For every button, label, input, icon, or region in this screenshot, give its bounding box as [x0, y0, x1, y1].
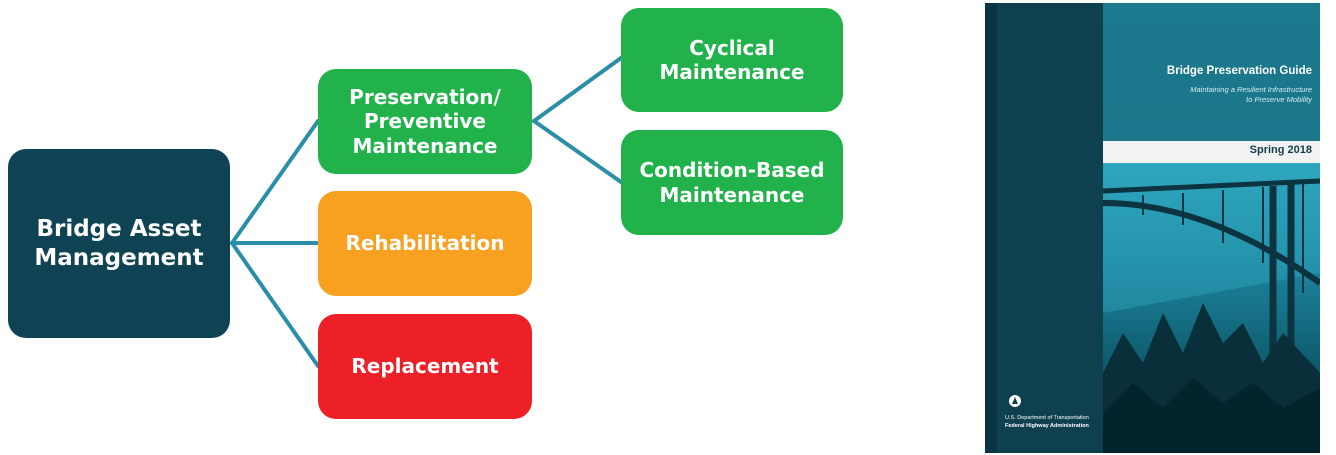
node-label-line: Preservation/ [349, 84, 501, 109]
node-preservation-preventive-maintenance: Preservation/ Preventive Maintenance [318, 69, 532, 174]
node-label-line: Condition-Based [639, 158, 825, 183]
node-label-line: Maintenance [659, 182, 805, 207]
node-label-line: Replacement [351, 354, 499, 379]
cover-department: U.S. Department of Transportation [1005, 415, 1089, 421]
cover-subtitle-line: Maintaining a Resilient Infrastructure [1190, 85, 1312, 94]
connector-preservation-to-condition [532, 119, 623, 184]
connector-root-to-replacement [230, 241, 320, 368]
node-rehabilitation: Rehabilitation [318, 191, 532, 296]
node-label-line: Maintenance [352, 133, 498, 158]
node-condition-based-maintenance: Condition-Based Maintenance [621, 130, 843, 235]
node-label-line: Maintenance [659, 60, 805, 84]
bridge-preservation-guide-cover: Bridge Preservation Guide Maintaining a … [985, 3, 1320, 453]
connector-root-to-preservation [230, 119, 320, 245]
node-cyclical-maintenance: Cyclical Maintenance [621, 8, 843, 112]
node-label-line: Cyclical [689, 35, 775, 60]
node-replacement: Replacement [318, 314, 532, 419]
cover-title: Bridge Preservation Guide [1166, 65, 1312, 77]
cover-edge [985, 3, 997, 453]
bridge-photo [1103, 163, 1320, 453]
node-bridge-asset-management: Bridge Asset Management [8, 149, 230, 338]
cover-date-band: Spring 2018 [1103, 141, 1320, 163]
bridge-photo-illustration [1103, 163, 1320, 453]
dot-triskelion-icon [1009, 395, 1021, 407]
node-label: Bridge Asset Management [34, 216, 204, 271]
cover-date: Spring 2018 [1249, 144, 1312, 156]
node-label-line: Preventive [364, 109, 486, 134]
cover-subtitle: Maintaining a Resilient Infrastructure t… [1113, 85, 1312, 105]
cover-agency: Federal Highway Administration [1005, 423, 1089, 429]
connector-preservation-to-cyclical [532, 56, 623, 123]
cover-subtitle-line: to Preserve Mobility [1246, 94, 1312, 104]
cover-spine-panel [997, 3, 1103, 453]
node-label-line: Rehabilitation [345, 231, 505, 256]
